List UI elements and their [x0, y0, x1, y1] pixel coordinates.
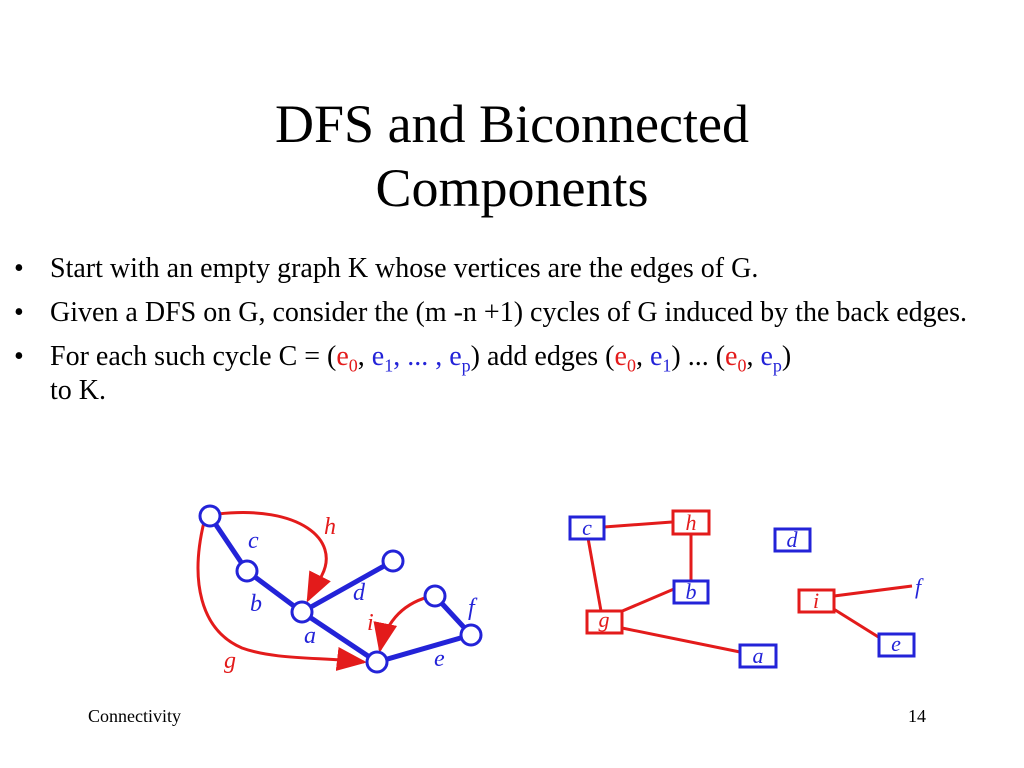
k-node-e — [877, 632, 916, 658]
k-edge — [831, 606, 881, 640]
bullet-list: • Start with an empty graph K whose vert… — [14, 252, 994, 418]
k-node-label-e: e — [891, 631, 901, 656]
k-node-g — [585, 609, 624, 635]
edge-label-e: e — [434, 646, 445, 672]
graph-vertex — [459, 623, 483, 647]
subscript: 0 — [737, 355, 747, 376]
edge-label-c: c — [248, 528, 259, 554]
k-node-label-a: a — [753, 643, 764, 668]
edge-e: e — [649, 341, 663, 372]
subscript: 1 — [384, 355, 394, 376]
k-node-label-b: b — [686, 579, 697, 604]
k-node-d — [773, 527, 812, 553]
subscript: p — [772, 355, 782, 376]
k-edge — [619, 587, 675, 614]
bullet-item-2: • Given a DFS on G, consider the (m -n +… — [14, 296, 994, 330]
edge-e: e — [371, 341, 385, 372]
k-node-i — [797, 588, 836, 614]
bullet-text-3a: For each such cycle C = ( — [50, 341, 337, 372]
k-node-label-g: g — [599, 607, 610, 632]
k-node-h — [671, 509, 711, 536]
k-node-label-i: i — [813, 588, 819, 613]
k-node-label-c: c — [582, 515, 592, 540]
title-line-2: Components — [375, 158, 649, 218]
edge-label-i: i — [367, 610, 374, 636]
k-edge — [586, 537, 603, 612]
graph-vertex — [365, 650, 389, 674]
bullet-text-3c: ) ... ( — [671, 341, 726, 372]
k-node-label-h: h — [686, 510, 697, 535]
edge-label-f: f — [468, 595, 478, 621]
edge-label-d: d — [353, 580, 366, 606]
k-node-c — [568, 515, 606, 541]
k-edge — [621, 626, 741, 654]
bullet-dot: • — [14, 253, 24, 284]
subscript: p — [461, 355, 471, 376]
edge-label-b: b — [250, 591, 262, 617]
bullet-text-3d: ) — [781, 341, 792, 372]
k-node-label-d: d — [787, 527, 799, 552]
edge-e: e — [336, 341, 349, 372]
bullet-text-1: Start with an empty graph K whose vertic… — [50, 253, 759, 284]
back-edge-i — [373, 595, 429, 653]
edge-e: e — [725, 341, 738, 372]
tree-edge-e — [376, 632, 472, 665]
ellipsis: , ... , — [393, 341, 450, 372]
k-edge — [833, 584, 913, 598]
edge-e: e — [614, 341, 627, 372]
bullet-item-1: • Start with an empty graph K whose vert… — [14, 252, 994, 286]
graph-vertex — [198, 504, 222, 528]
slide-number: 14 — [908, 706, 926, 726]
edge-label-g: g — [224, 648, 236, 674]
k-node-b — [672, 579, 710, 605]
subscript: 0 — [348, 355, 358, 376]
separator: , — [746, 341, 761, 372]
graph-vertex — [235, 559, 259, 583]
bullet-text-3e: to K. — [50, 375, 106, 406]
k-edge — [603, 520, 673, 529]
tree-edge-d — [300, 558, 395, 615]
bullet-dot: • — [14, 297, 24, 328]
slide-title: DFS and Biconnected Components — [0, 92, 1024, 220]
edge-e: e — [760, 341, 773, 372]
edge-e: e — [449, 341, 462, 372]
separator: , — [357, 341, 372, 372]
graph-vertex — [290, 600, 314, 624]
graph-vertex — [423, 584, 447, 608]
bullet-item-3: • For each such cycle C = (e0, e1, ... ,… — [14, 340, 994, 408]
bullet-text-2: Given a DFS on G, consider the (m -n +1)… — [50, 297, 967, 328]
edge-label-a: a — [304, 623, 316, 649]
back-edge-h — [217, 511, 331, 603]
bullet-dot: • — [14, 341, 24, 372]
separator: , — [635, 341, 650, 372]
subscript: 1 — [662, 355, 672, 376]
footer-title: Connectivity — [88, 706, 181, 726]
subscript: 0 — [626, 355, 636, 376]
k-node-label-f: f — [915, 574, 924, 599]
back-edge-g — [196, 521, 367, 671]
graph-vertex — [381, 549, 405, 573]
edge-label-h: h — [324, 514, 336, 540]
title-line-1: DFS and Biconnected — [275, 94, 749, 154]
bullet-text-3b: ) add edges ( — [470, 341, 615, 372]
k-node-a — [738, 643, 778, 669]
